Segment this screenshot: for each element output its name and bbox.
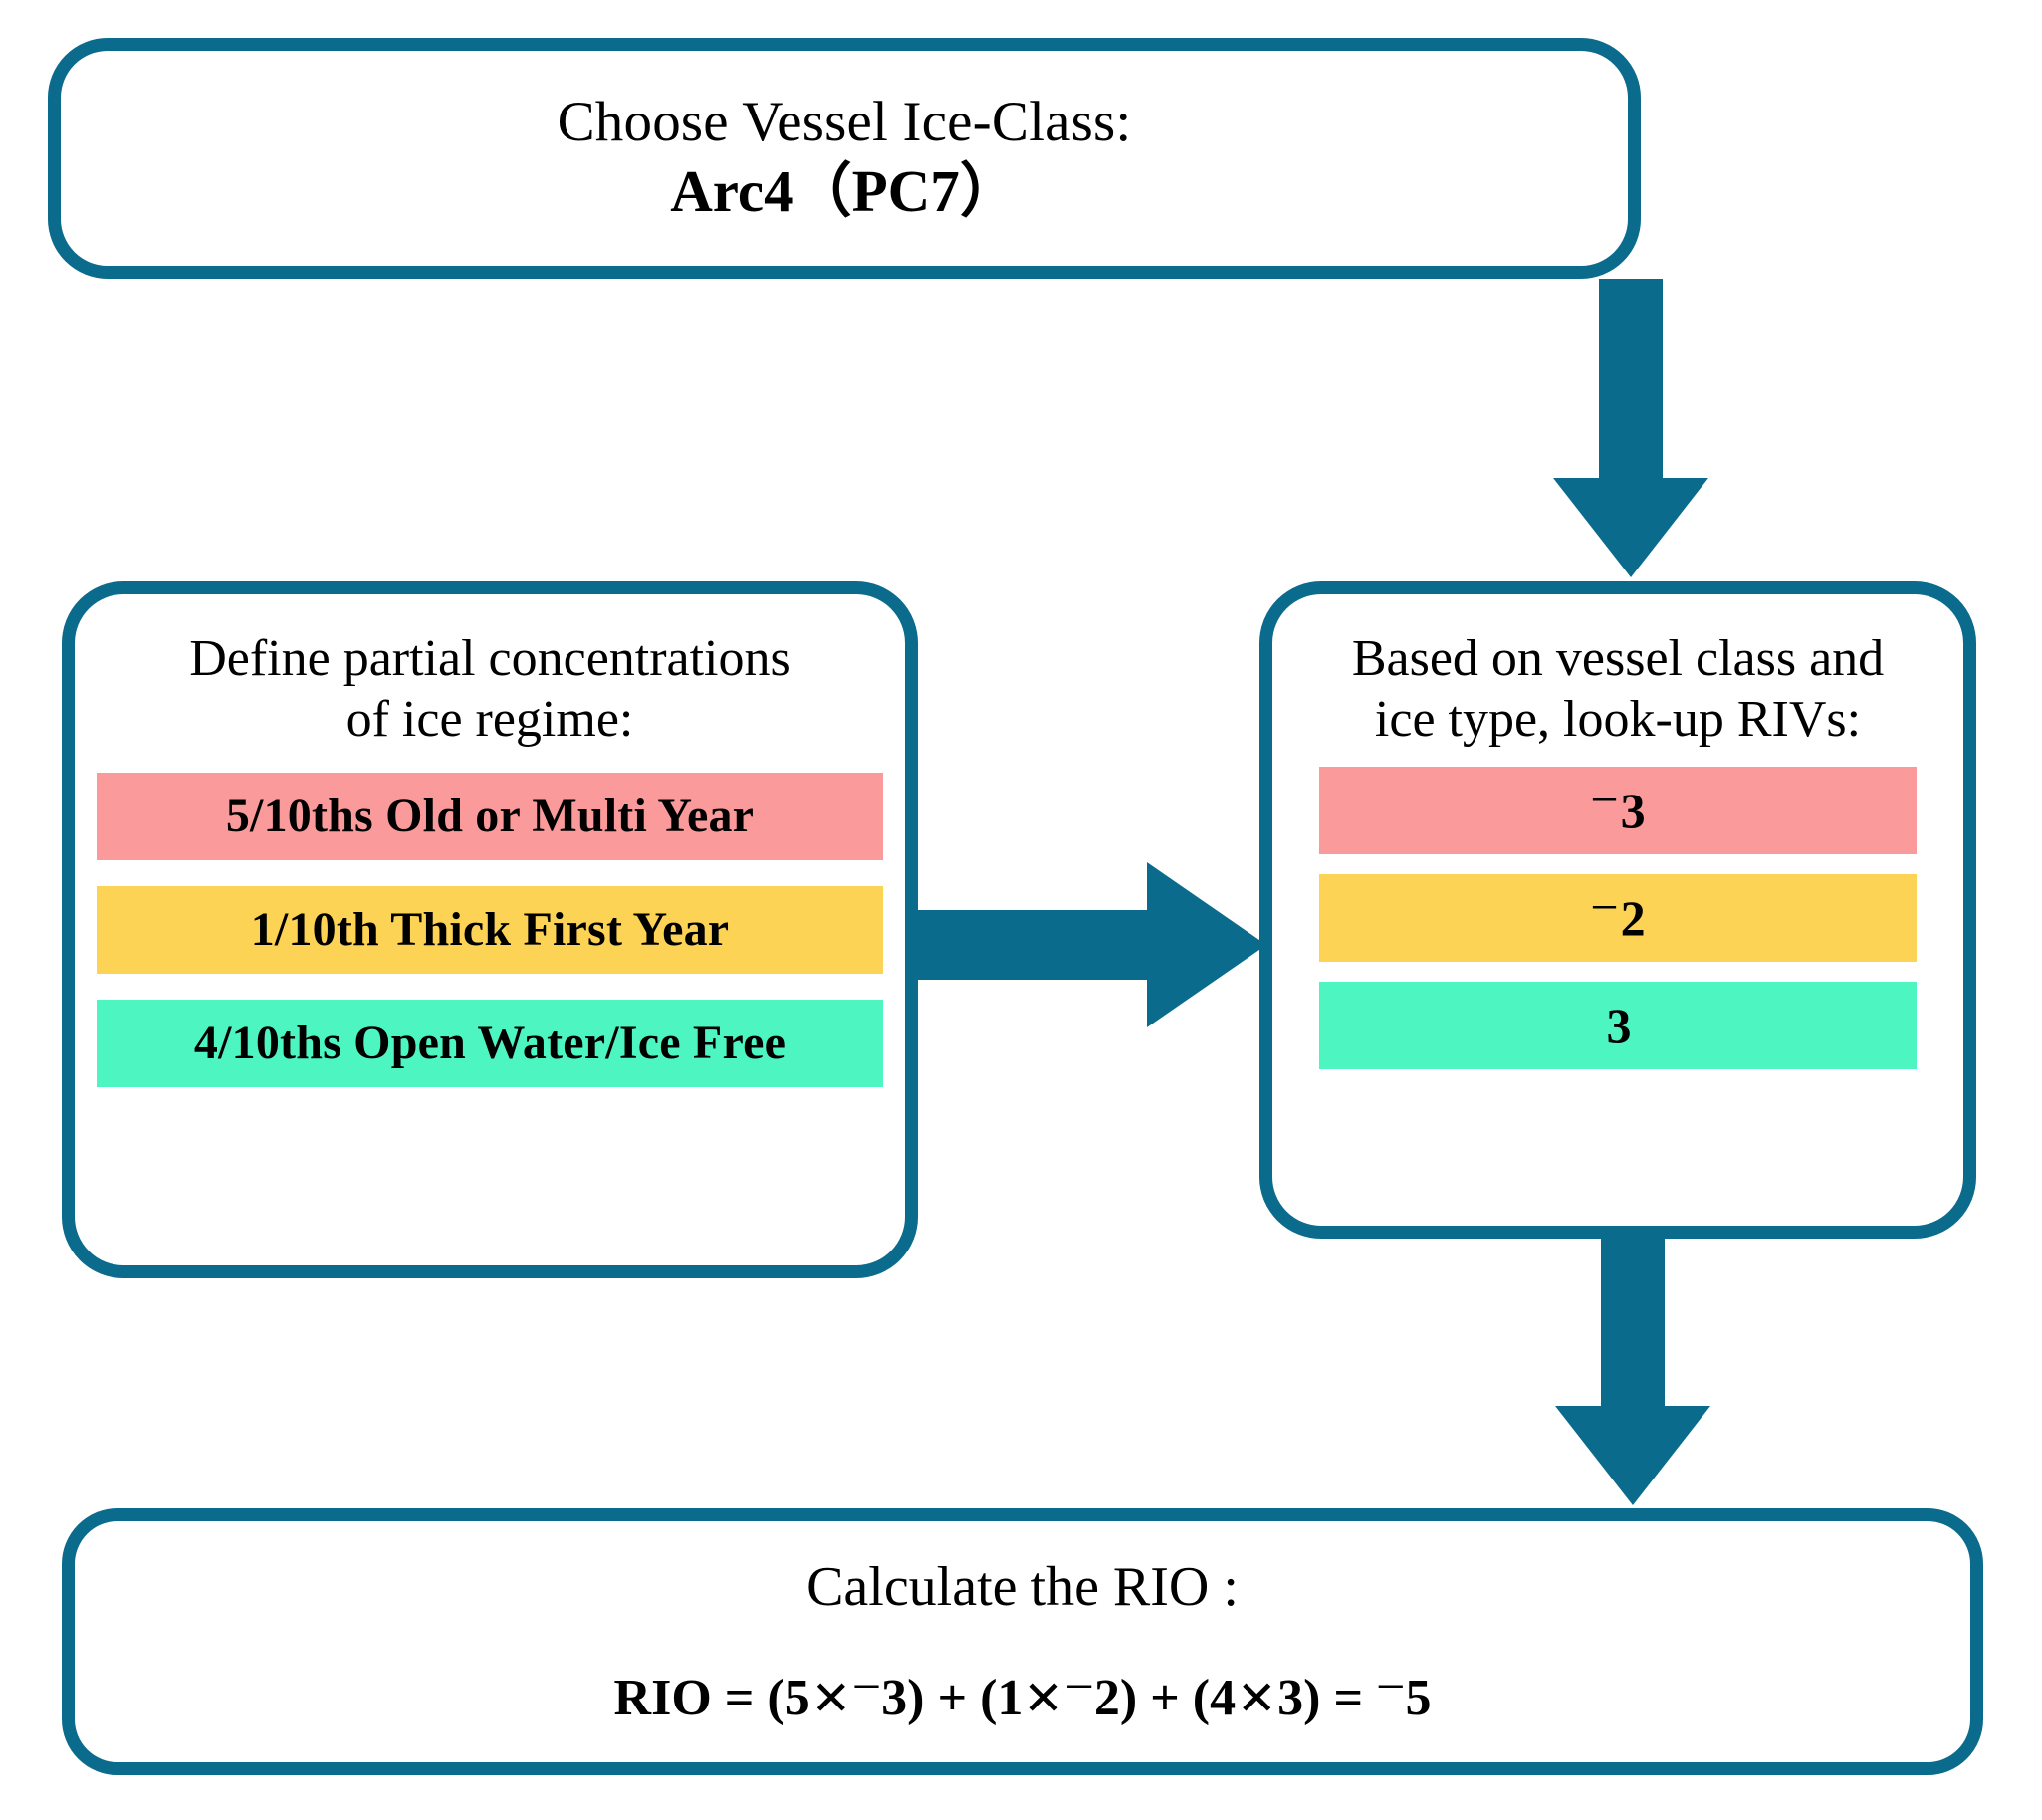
concentration-bar-label: 4/10ths Open Water/Ice Free [193, 1017, 787, 1070]
multiply-symbol-1: ✕ [810, 1673, 851, 1726]
riv-minus-sign: − [1590, 878, 1619, 935]
concentration-bar-old-multi-year[interactable]: 5/10ths Old or Multi Year [97, 772, 883, 860]
formula-term-3: 3) = [1277, 1670, 1377, 1727]
formula-minus-2: − [1064, 1658, 1094, 1715]
formula-term-2: 2) + (4 [1093, 1670, 1237, 1727]
riv-value-old-multi-year: −3 [1590, 772, 1646, 839]
arrow-vessel-class-to-rivs [1553, 279, 1732, 597]
formula-term-1: 3) + (1 [881, 1670, 1023, 1727]
node-calculate-rio[interactable]: Calculate the RIO : RIO = (5✕−3) + (1✕−2… [62, 1508, 1983, 1775]
multiply-symbol-3: ✕ [1237, 1673, 1277, 1726]
riv-bar-old-multi-year[interactable]: −3 [1319, 766, 1917, 854]
formula-lhs: RIO = (5 [613, 1670, 810, 1727]
concentration-bar-thick-first-year[interactable]: 1/10th Thick First Year [97, 885, 883, 974]
rivs-caption: Based on vessel class and ice type, look… [1351, 630, 1885, 749]
node-define-partial-concentrations[interactable]: Define partial concentrations of ice reg… [62, 581, 918, 1278]
node-lookup-rivs[interactable]: Based on vessel class and ice type, look… [1259, 581, 1976, 1239]
formula-result: 5 [1405, 1670, 1432, 1727]
riv-number: 3 [1620, 782, 1646, 838]
multiply-symbol-2: ✕ [1023, 1673, 1064, 1726]
concentration-bar-label: 5/10ths Old or Multi Year [225, 790, 755, 843]
concentrations-caption: Define partial concentrations of ice reg… [189, 630, 791, 749]
concentration-bar-label: 1/10th Thick First Year [250, 903, 730, 957]
node-choose-vessel-ice-class[interactable]: Choose Vessel Ice-Class: Arc4（PC7） [48, 38, 1641, 279]
arrow-rivs-to-calculate [1555, 1239, 1734, 1515]
vessel-class-caption: Choose Vessel Ice-Class: [557, 91, 1132, 154]
vessel-class-value: Arc4（PC7） [670, 157, 1019, 224]
riv-number: 2 [1620, 889, 1646, 946]
arrow-concentrations-to-rivs [908, 862, 1266, 1027]
riv-bar-stack: −3 −2 3 [1290, 766, 1945, 1069]
formula-minus-1: − [851, 1658, 882, 1715]
riv-value-open-water: 3 [1605, 997, 1632, 1054]
riv-value-thick-first-year: −2 [1590, 879, 1646, 947]
riv-number: 3 [1606, 997, 1632, 1053]
concentration-bar-open-water[interactable]: 4/10ths Open Water/Ice Free [97, 999, 883, 1087]
formula-minus-result: − [1376, 1658, 1406, 1715]
calculate-rio-title: Calculate the RIO : [806, 1555, 1239, 1618]
riv-bar-open-water[interactable]: 3 [1319, 981, 1917, 1069]
riv-minus-sign: − [1590, 771, 1619, 827]
calculate-rio-formula: RIO = (5✕−3) + (1✕−2) + (4✕3) = −5 [613, 1659, 1432, 1727]
concentration-bar-stack: 5/10ths Old or Multi Year 1/10th Thick F… [97, 772, 883, 1087]
riv-bar-thick-first-year[interactable]: −2 [1319, 873, 1917, 962]
